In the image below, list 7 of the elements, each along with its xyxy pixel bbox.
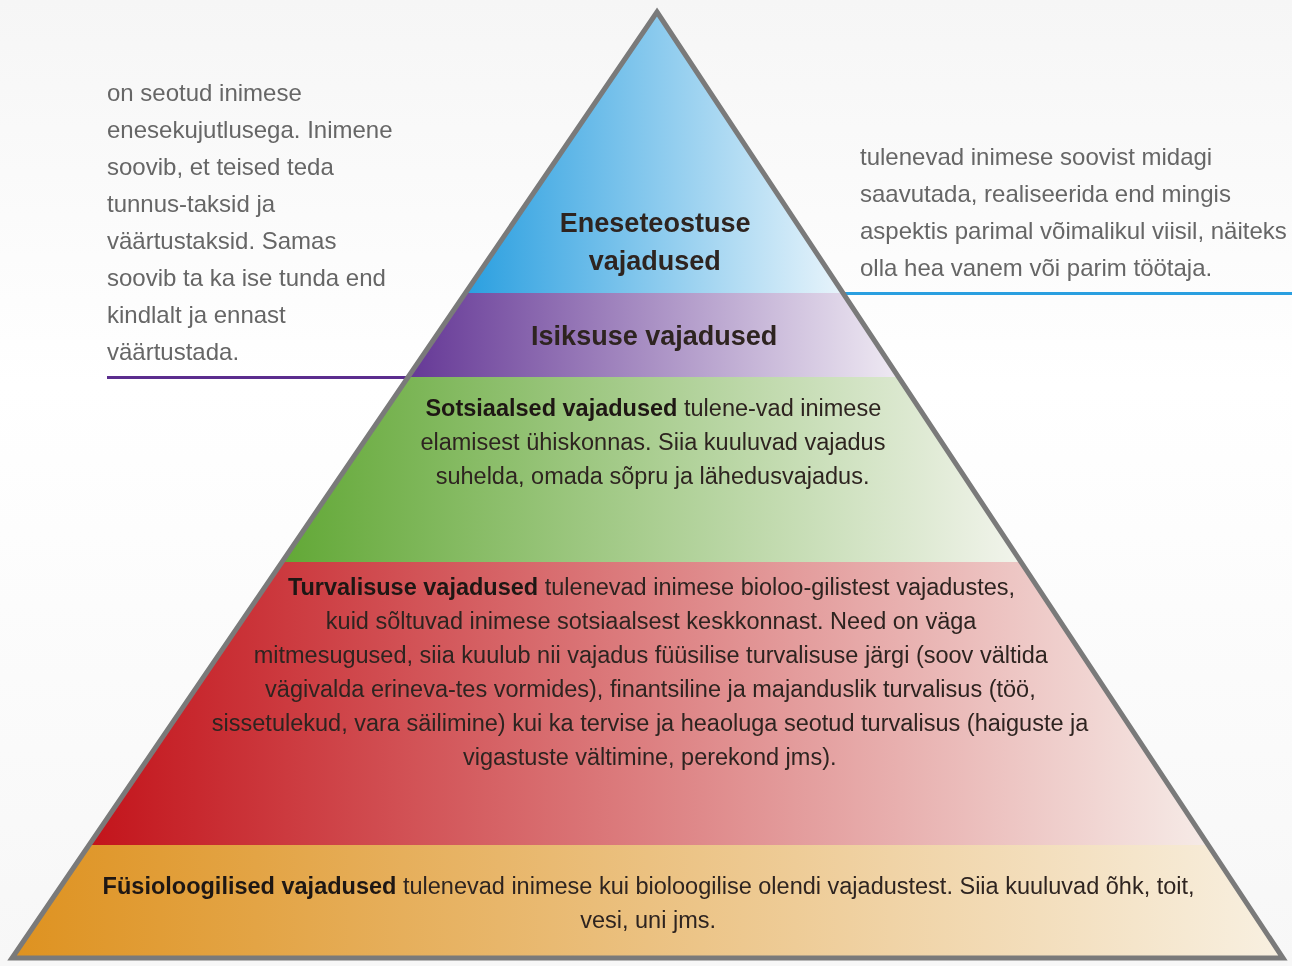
level-text: Eneseteostuse vajadused (558, 207, 752, 278)
level-text: Füsioloogilised vajadused tulenevad inimese kui bioloogilise olendi vajadustest. Siia kuuluvad õhk, toit, vesi, uni jms. (101, 872, 1196, 935)
description-text: on seotud inimese enesekujutlusega. Inimene soovib, et teised teda tunnus-taksid ja väärtustaksid. Samas soovib ta ka ise tunda end kindlalt ja ennast väärtustada. (107, 78, 394, 367)
level-text: Sotsiaalsed vajadused tulene-vad inimese elamisest ühiskonnas. Siia kuuluvad vajadus suhelda, omada sõpru ja lähedusvajadus. (419, 394, 887, 491)
description-text: tulenevad inimese soovist midagi saavutada, realiseerida end mingis aspektis parimal võimalikul viisil, näiteks olla hea vanem või parim töötaja. (860, 142, 1288, 283)
level-text: Isiksuse vajadused (530, 320, 779, 353)
level-text: Turvalisuse vajadused tulenevad inimese bioloo-gilistest vajadustes, kuid sõltuvad inimese sotsiaalsest keskkonnast. Need on väga mitmesugused, siia kuulub nii vajadus füüsilise turvalisuse järgi (soov vältida vägivalda erineva-tes vormides), finantsiline ja majanduslik turvalisus (töö, sissetulekud, vara säilimine) kui ka tervise ja heaoluga seotud turvalisus (haiguste ja vigastuste vältimine, perekond jms). (210, 573, 1090, 772)
